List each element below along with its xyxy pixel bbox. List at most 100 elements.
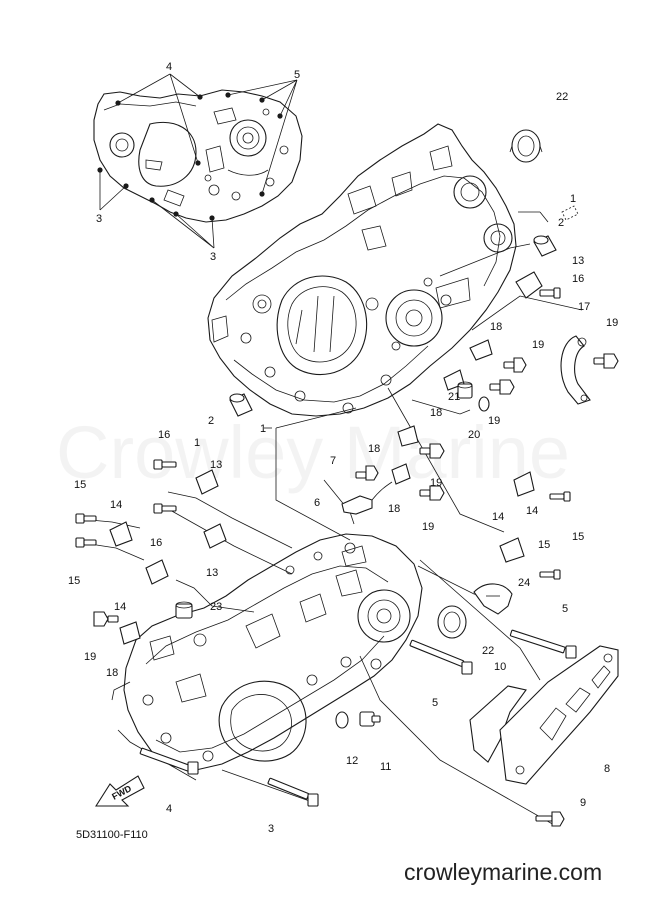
site-url: crowleymarine.com (404, 859, 602, 885)
bolt-15-left-b (75, 537, 97, 548)
bracket-6 (341, 481, 393, 515)
washer-20 (478, 396, 490, 412)
bolt-16-upper (539, 287, 561, 299)
crankcase-left-half (123, 533, 423, 771)
clip-13-upper (515, 271, 543, 299)
bolt-19-mid (503, 357, 527, 373)
bolt-19-d (419, 443, 445, 459)
callout-4: 4 (166, 803, 172, 815)
watermark-text: Crowley Marine (56, 411, 570, 494)
bolt-15-left-a (75, 513, 97, 524)
collar-21 (457, 381, 473, 399)
clip-14-left-a (109, 521, 133, 547)
callout-7: 7 (330, 455, 336, 467)
callout-16: 16 (150, 537, 162, 549)
fwd-arrow-icon: FWD (94, 775, 145, 807)
bracket-17 (560, 335, 591, 405)
callout-23: 23 (210, 601, 222, 613)
seal-22-lower (437, 605, 467, 639)
clip-14-lower-right (499, 537, 525, 563)
callout-2: 2 (558, 217, 564, 229)
callout-1: 1 (260, 423, 266, 435)
callout-3: 3 (210, 251, 216, 263)
callout-17: 17 (578, 301, 590, 313)
callout-18: 18 (490, 321, 502, 333)
callout-14: 14 (492, 511, 504, 523)
callout-14: 14 (110, 499, 122, 511)
bolt-16-left-lower (153, 503, 177, 514)
plug-11 (359, 711, 381, 727)
clip-14-left-b (145, 559, 169, 585)
callout-6: 6 (314, 497, 320, 509)
diagram-code: 5D31100-F110 (76, 829, 148, 841)
callout-10: 10 (494, 661, 506, 673)
clip-18-a (469, 339, 493, 361)
callout-22: 22 (556, 91, 568, 103)
callout-19: 19 (488, 415, 500, 427)
seal-22-upper (509, 129, 543, 163)
callout-20: 20 (468, 429, 480, 441)
callout-18: 18 (368, 443, 380, 455)
callout-16: 16 (572, 273, 584, 285)
callout-15: 15 (538, 539, 550, 551)
callout-labels: 4 5 3 3 22 1 2 13 16 17 19 18 19 18 21 2… (68, 61, 618, 835)
callout-19: 19 (84, 651, 96, 663)
callout-13: 13 (206, 567, 218, 579)
clip-13-left (195, 469, 219, 495)
clip-18-left (119, 621, 141, 645)
callout-15: 15 (572, 531, 584, 543)
callout-4: 4 (166, 61, 172, 73)
clip-18-c (397, 425, 419, 447)
callout-15: 15 (74, 479, 86, 491)
bolt-5-right (509, 629, 577, 659)
callout-8: 8 (604, 763, 610, 775)
callout-5: 5 (432, 697, 438, 709)
dowel-2-upper (533, 235, 557, 257)
bolt-19-e (419, 485, 445, 501)
callout-19: 19 (532, 339, 544, 351)
callout-21: 21 (448, 391, 460, 403)
bolt-16-left (153, 459, 177, 470)
clip-13-mid (203, 523, 227, 549)
callout-19: 19 (606, 317, 618, 329)
bolt-19-right (593, 353, 619, 369)
callout-3: 3 (96, 213, 102, 225)
callout-19: 19 (422, 521, 434, 533)
bolt-3 (267, 777, 319, 807)
clip-14-right (513, 471, 535, 497)
callout-18: 18 (430, 407, 442, 419)
cover-8 (499, 645, 619, 785)
bolt-7 (355, 465, 379, 481)
bolt-15-lower-right (539, 569, 561, 580)
callout-13: 13 (210, 459, 222, 471)
callout-1: 1 (570, 193, 576, 205)
callout-15: 15 (68, 575, 80, 587)
bolt-19-left (93, 611, 119, 627)
callout-13: 13 (572, 255, 584, 267)
callout-9: 9 (580, 797, 586, 809)
callout-5: 5 (562, 603, 568, 615)
bolt-4 (139, 747, 199, 775)
bolt-5-mid (409, 639, 473, 675)
callout-16: 16 (158, 429, 170, 441)
callout-11: 11 (380, 761, 391, 773)
callout-14: 14 (114, 601, 126, 613)
bolt-19-c (489, 379, 515, 395)
callout-24: 24 (518, 577, 530, 589)
bolt-9 (535, 811, 565, 827)
callout-12: 12 (346, 755, 358, 767)
small-parts: FWD (75, 129, 619, 827)
clip-18-d (391, 463, 411, 485)
callout-3: 3 (268, 823, 274, 835)
callout-2: 2 (208, 415, 214, 427)
callout-18: 18 (106, 667, 118, 679)
callout-19: 19 (430, 477, 442, 489)
callout-18: 18 (388, 503, 400, 515)
bolt-15-right (549, 491, 571, 502)
crankcase-right-half (207, 123, 517, 417)
callout-14: 14 (526, 505, 538, 517)
callout-1: 1 (194, 437, 200, 449)
callout-5: 5 (294, 69, 300, 81)
guide-24 (473, 583, 513, 615)
